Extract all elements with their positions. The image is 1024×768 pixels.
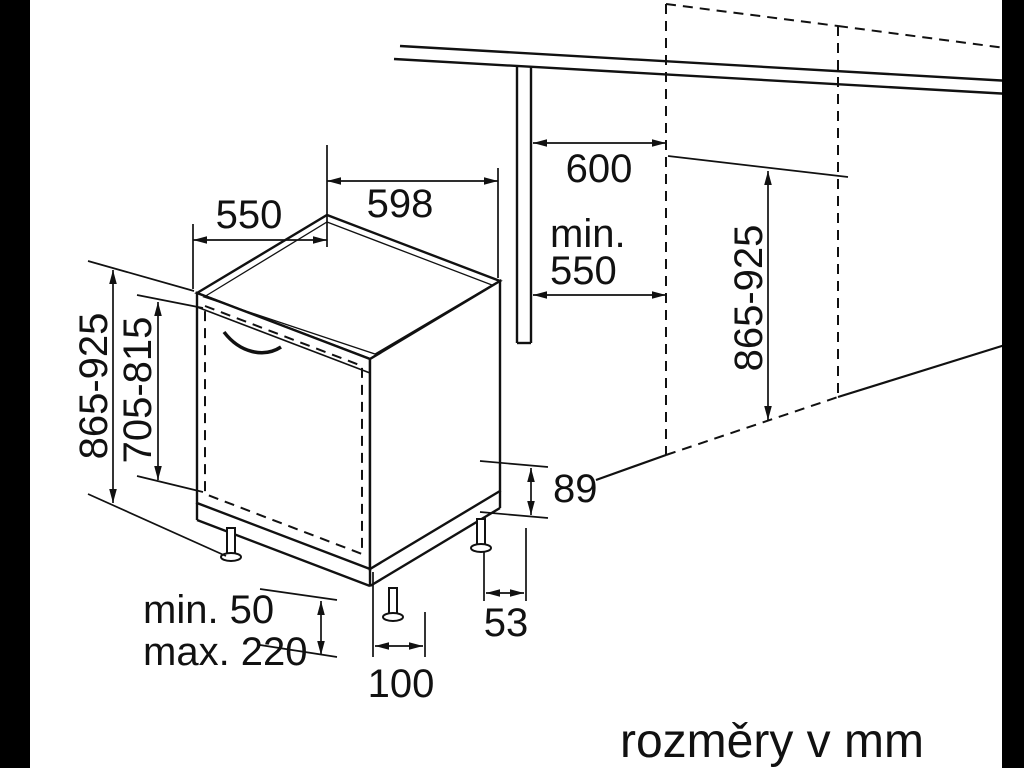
dim-top-width xyxy=(327,168,499,278)
dim-598-label: 598 xyxy=(367,182,434,226)
niche-dashed-outline xyxy=(665,3,1006,456)
dim-door-panel-height xyxy=(136,294,204,493)
floor-line xyxy=(595,343,1006,482)
dim-plinth-depth xyxy=(372,572,426,657)
left-letterbox-bar xyxy=(0,0,30,768)
dim-foot-adjust xyxy=(259,588,338,658)
door-dashed-outline xyxy=(204,304,363,556)
dim-89-label: 89 xyxy=(553,467,598,511)
top-rim-line xyxy=(202,221,494,355)
dim-100-label: 100 xyxy=(368,662,435,706)
dim-niche-height-label: 865-925 xyxy=(727,225,771,372)
units-caption: rozměry v mm xyxy=(620,715,924,768)
dim-600-label: 600 xyxy=(566,147,633,191)
dim-appliance-height-label: 865-925 xyxy=(72,313,116,460)
dim-min550-prefix-label: min. xyxy=(550,212,626,256)
dim-550-label: 550 xyxy=(216,193,283,237)
dim-appliance-height xyxy=(87,260,227,557)
right-letterbox-bar xyxy=(1002,0,1024,768)
dim-foot-min-label: min. 50 xyxy=(143,588,274,632)
door-top-edge xyxy=(196,306,371,374)
dim-min550-value-label: 550 xyxy=(550,249,617,293)
dishwasher-outline xyxy=(194,213,503,588)
dim-rear-foot-offset xyxy=(483,528,527,601)
dim-niche-height xyxy=(667,155,849,420)
dim-foot-max-label: max. 220 xyxy=(143,630,308,674)
niche-side-panel xyxy=(515,66,533,345)
worktop xyxy=(393,44,1011,96)
dim-rear-clearance xyxy=(479,460,549,519)
dim-53-label: 53 xyxy=(484,601,529,645)
door-handle-icon xyxy=(222,330,282,355)
dim-top-depth xyxy=(192,145,328,289)
dim-door-panel-height-label: 705-815 xyxy=(116,317,160,464)
adjustable-feet xyxy=(220,518,492,622)
